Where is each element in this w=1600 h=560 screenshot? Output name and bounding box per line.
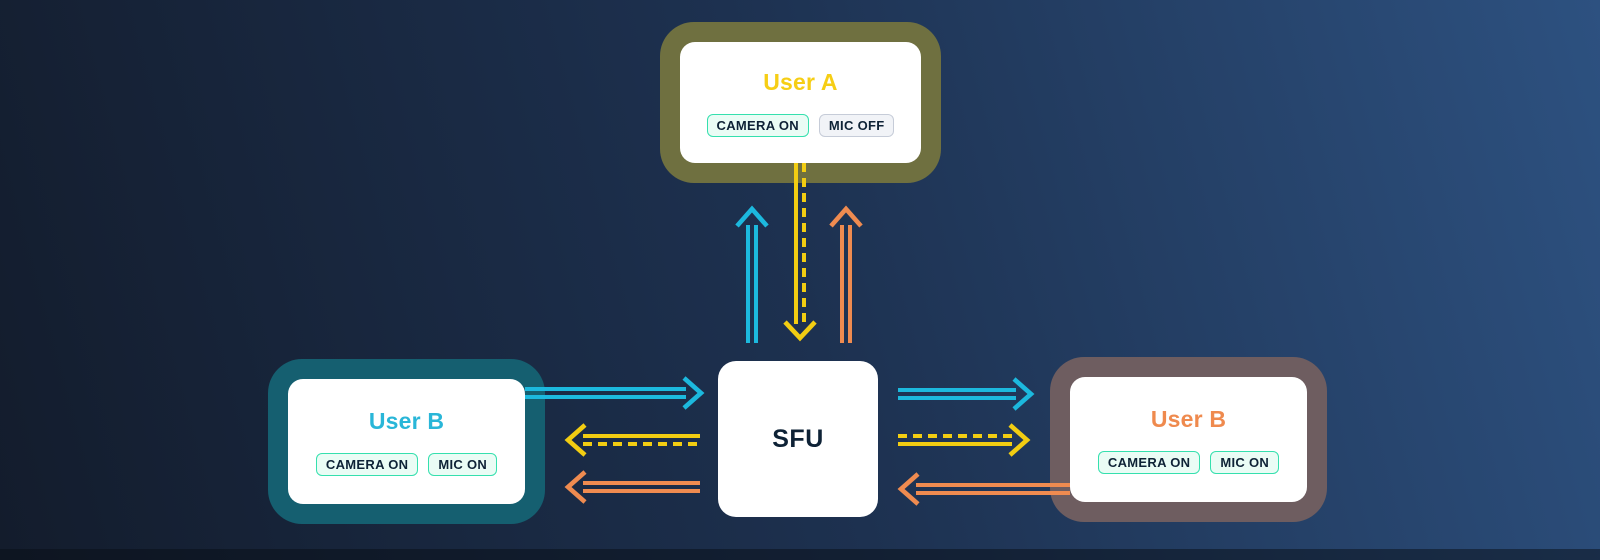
- user-b-right-title: User B: [1150, 405, 1227, 432]
- user-a-title: User A: [763, 68, 838, 95]
- user-b-right-card-inner: User B CAMERA ON MIC ON: [1070, 377, 1307, 502]
- user-b-left-badges: CAMERA ON MIC ON: [315, 452, 498, 476]
- user-b-left-camera-badge: CAMERA ON: [315, 452, 419, 476]
- user-a-mic-badge: MIC OFF: [818, 113, 895, 137]
- arrow-user-b-left-to-sfu-cyan: [525, 376, 705, 410]
- user-b-right-card: User B CAMERA ON MIC ON: [1050, 357, 1327, 522]
- arrow-sfu-to-user-b-left-orange: [564, 470, 700, 504]
- user-b-left-title: User B: [368, 407, 445, 434]
- sfu-node: SFU: [718, 361, 878, 517]
- user-a-card: User A CAMERA ON MIC OFF: [660, 22, 941, 183]
- user-b-right-camera-badge: CAMERA ON: [1097, 450, 1201, 474]
- user-b-left-card: User B CAMERA ON MIC ON: [268, 359, 545, 524]
- user-a-badges: CAMERA ON MIC OFF: [706, 113, 895, 137]
- arrow-sfu-to-user-a-orange: [829, 205, 863, 343]
- bottom-edge-band: [0, 549, 1600, 560]
- arrow-sfu-to-user-b-left-yellow: [564, 423, 700, 457]
- user-a-camera-badge: CAMERA ON: [706, 113, 809, 137]
- user-b-right-badges: CAMERA ON MIC ON: [1097, 450, 1280, 474]
- user-b-left-mic-badge: MIC ON: [428, 452, 498, 476]
- arrow-user-a-to-sfu-yellow: [783, 163, 817, 342]
- user-b-left-card-inner: User B CAMERA ON MIC ON: [288, 379, 525, 504]
- user-a-card-inner: User A CAMERA ON MIC OFF: [680, 42, 921, 163]
- sfu-label: SFU: [772, 424, 824, 453]
- user-b-right-mic-badge: MIC ON: [1210, 450, 1280, 474]
- arrow-user-b-right-to-sfu-orange: [897, 472, 1070, 506]
- arrow-sfu-to-user-b-right-cyan: [898, 377, 1035, 411]
- arrow-sfu-to-user-b-right-yellow: [898, 423, 1031, 457]
- arrow-sfu-to-user-a-cyan: [735, 205, 769, 343]
